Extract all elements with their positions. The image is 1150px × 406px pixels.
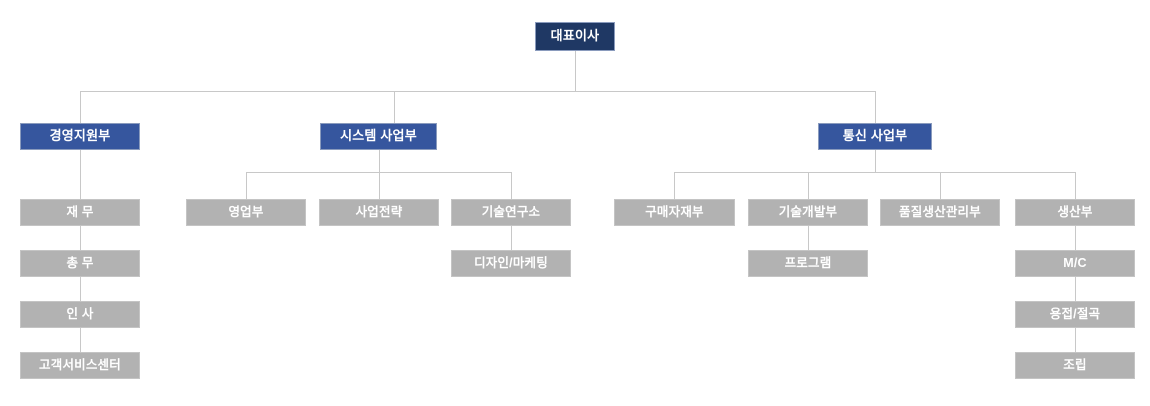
connector-communication-drop-quality bbox=[940, 172, 941, 199]
connector-communication-drop-rnd bbox=[808, 172, 809, 199]
node-division-communication[interactable]: 통신 사업부 bbox=[818, 123, 932, 150]
node-team-finance[interactable]: 재 무 bbox=[20, 199, 140, 226]
node-team-quality-production-management[interactable]: 품질생산관리부 bbox=[880, 199, 1000, 226]
node-team-general-affairs[interactable]: 총 무 bbox=[20, 250, 140, 277]
connector-communication-bus bbox=[674, 172, 1075, 173]
node-team-purchasing-materials[interactable]: 구매자재부 bbox=[614, 199, 735, 226]
node-team-sales[interactable]: 영업부 bbox=[186, 199, 306, 226]
node-team-design-marketing[interactable]: 디자인/마케팅 bbox=[451, 250, 571, 277]
connector-division-drop-management bbox=[80, 91, 81, 123]
connector-division-bus bbox=[80, 91, 876, 92]
node-division-system[interactable]: 시스템 사업부 bbox=[320, 123, 437, 150]
node-division-management-support[interactable]: 경영지원부 bbox=[20, 123, 140, 150]
connector-division-drop-system bbox=[394, 91, 395, 123]
node-team-technology-research-institute[interactable]: 기술연구소 bbox=[451, 199, 571, 226]
node-team-business-strategy[interactable]: 사업전략 bbox=[319, 199, 439, 226]
connector-ceo-stem bbox=[575, 51, 576, 91]
connector-system-drop-strategy bbox=[379, 172, 380, 199]
connector-communication-drop-purchasing bbox=[674, 172, 675, 199]
connector-communication-stem bbox=[875, 150, 876, 172]
connector-division-drop-communication bbox=[875, 91, 876, 123]
connector-production-chain bbox=[1075, 226, 1076, 352]
connector-system-drop-research bbox=[511, 172, 512, 199]
node-team-assembly[interactable]: 조립 bbox=[1015, 352, 1135, 379]
node-team-machining[interactable]: M/C bbox=[1015, 250, 1135, 277]
connector-research-to-design bbox=[511, 226, 512, 250]
node-team-program[interactable]: 프로그램 bbox=[748, 250, 868, 277]
node-ceo[interactable]: 대표이사 bbox=[535, 22, 615, 51]
connector-system-stem bbox=[379, 150, 380, 172]
node-team-customer-service-center[interactable]: 고객서비스센터 bbox=[20, 352, 140, 379]
node-team-welding-bending[interactable]: 용접/절곡 bbox=[1015, 301, 1135, 328]
node-team-production[interactable]: 생산부 bbox=[1015, 199, 1135, 226]
connector-rnd-to-program bbox=[808, 226, 809, 250]
node-team-technology-development[interactable]: 기술개발부 bbox=[748, 199, 868, 226]
connector-communication-drop-production bbox=[1075, 172, 1076, 199]
node-team-human-resources[interactable]: 인 사 bbox=[20, 301, 140, 328]
connector-system-drop-sales bbox=[246, 172, 247, 199]
